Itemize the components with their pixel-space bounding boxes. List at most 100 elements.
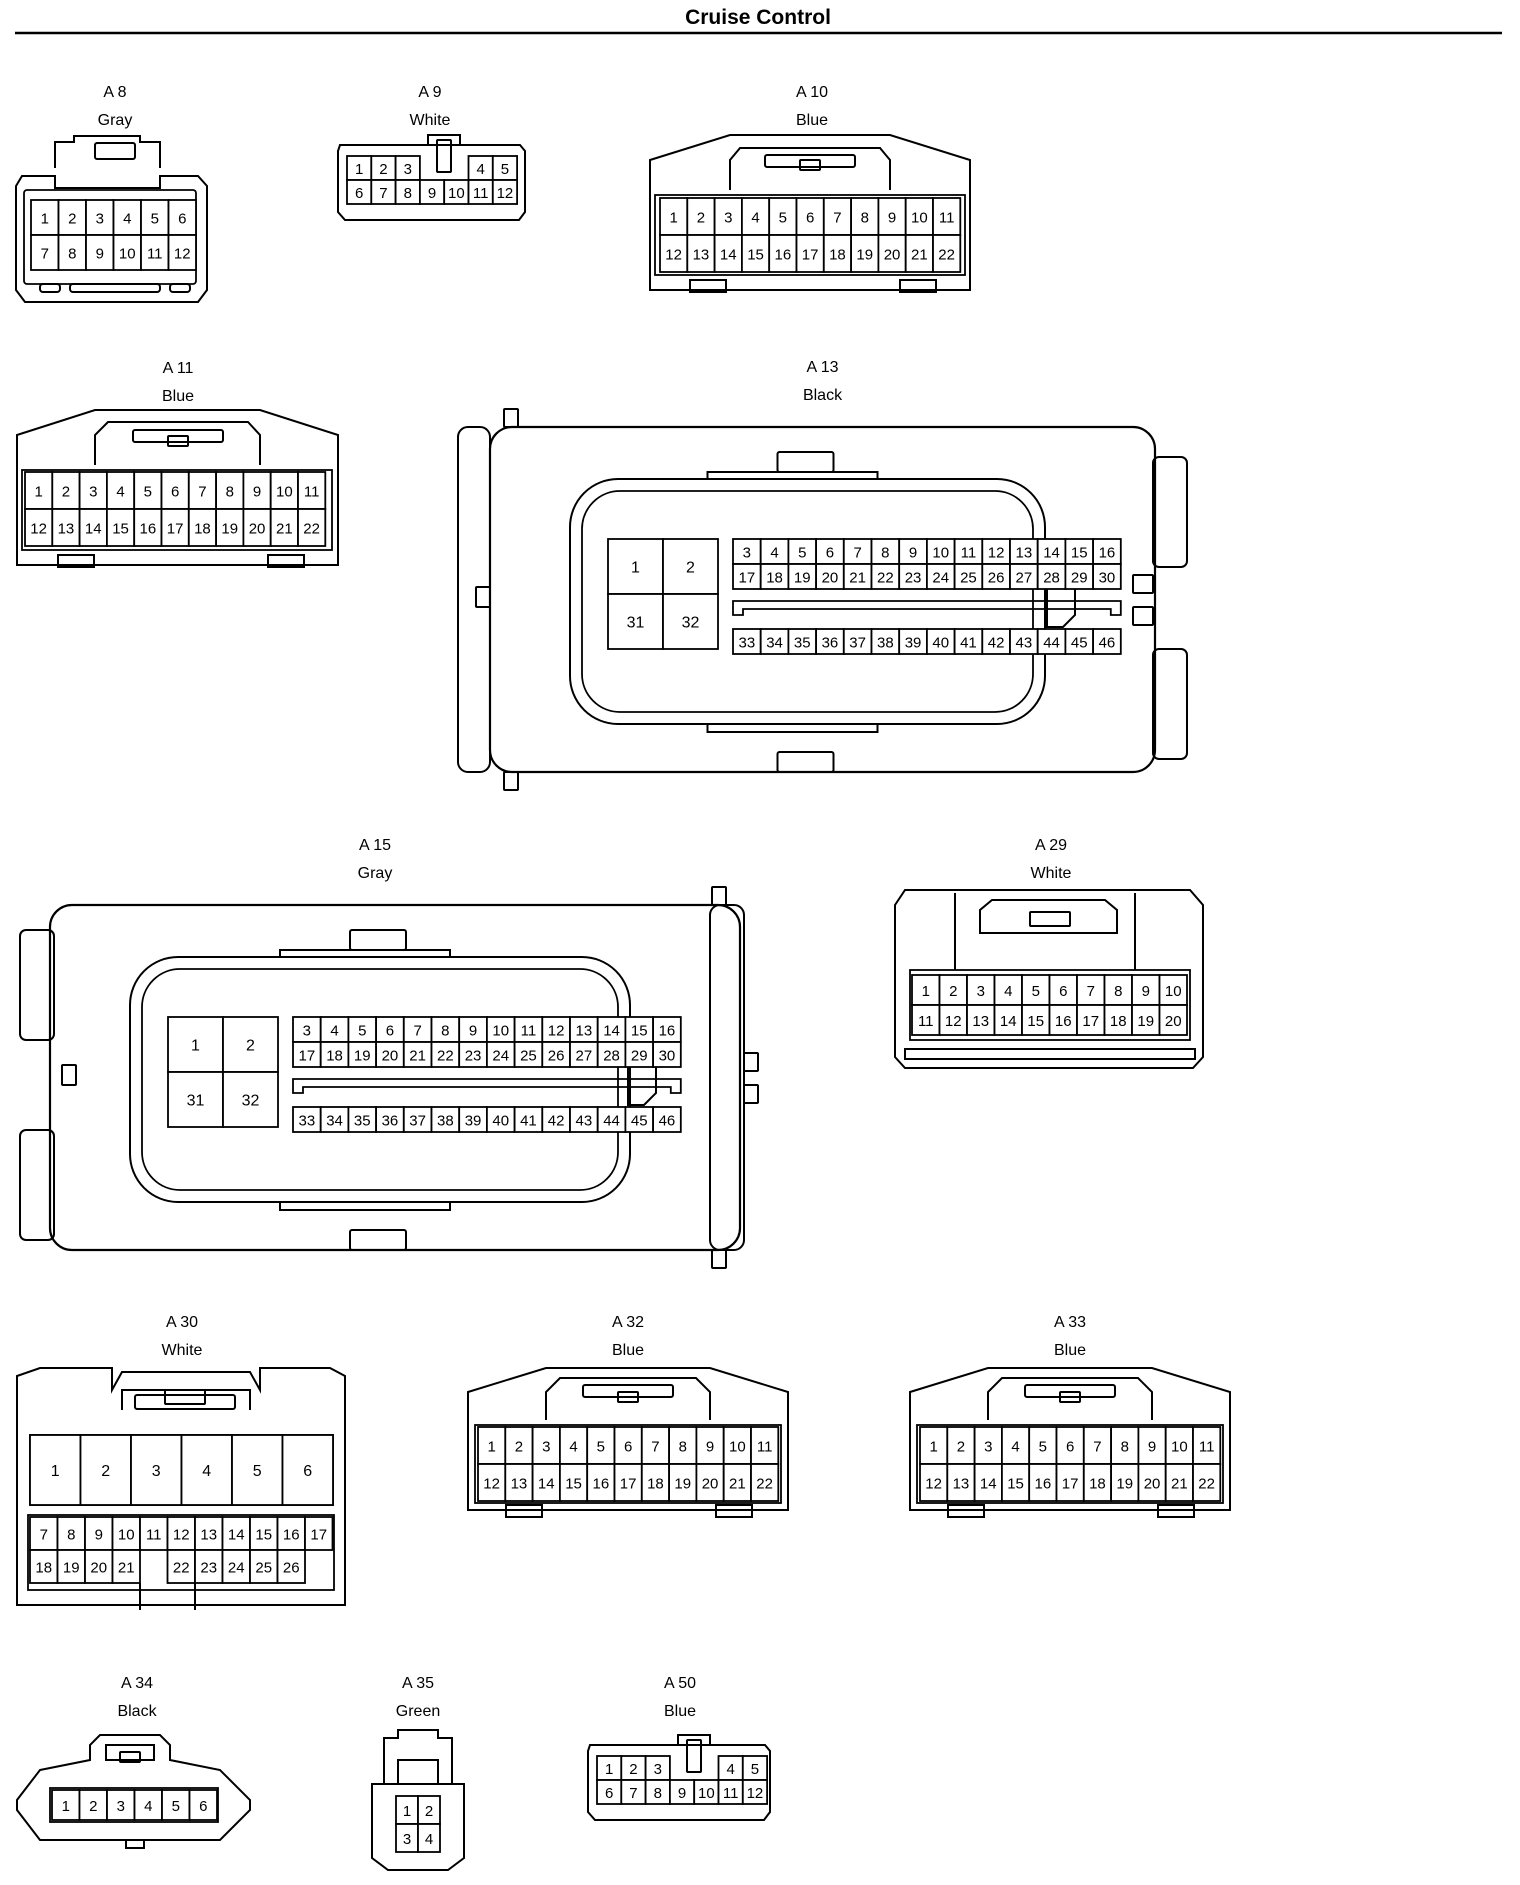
pin-number: 11 (304, 484, 320, 501)
housing-outline (909, 1367, 1231, 1511)
pin-frame (909, 969, 1191, 1041)
pin-cell (84, 1549, 114, 1584)
pin-number: 1 (62, 1798, 70, 1815)
pin-number: 5 (501, 161, 509, 178)
latch-base (279, 1201, 451, 1211)
housing-outline (383, 1729, 453, 1784)
pin-cell (842, 538, 873, 565)
rail (904, 1048, 1196, 1060)
pin-number: 5 (358, 1023, 366, 1040)
latch-tab (164, 1389, 206, 1405)
pin-cell (467, 155, 494, 181)
pin-number: 15 (1027, 1013, 1044, 1030)
pin-cell (559, 1463, 589, 1502)
pin-number: 30 (659, 1048, 676, 1065)
pin-cell (269, 471, 299, 510)
pin-number: 15 (565, 1476, 582, 1493)
housing-outline (987, 1377, 1153, 1420)
pin-cell (347, 1106, 377, 1133)
housing-outline (94, 421, 261, 465)
housing-outline (371, 1783, 465, 1871)
pin-number: 5 (779, 210, 787, 227)
pin-number: 14 (1000, 1013, 1017, 1030)
pin-cell (51, 1789, 81, 1821)
pin-number: 1 (631, 560, 640, 577)
pin-number: 11 (757, 1439, 773, 1456)
pin-number: 3 (542, 1439, 550, 1456)
pin-number: 7 (1087, 983, 1095, 1000)
pin-number: 27 (1016, 570, 1033, 587)
pin-number: 3 (117, 1798, 125, 1815)
pin-number: 16 (140, 521, 157, 538)
pin-number: 4 (1011, 1439, 1019, 1456)
pin-cell (188, 1789, 218, 1821)
pin-number: 43 (1016, 635, 1033, 652)
pin-cell (981, 563, 1011, 590)
pin-cell (30, 199, 60, 236)
connector-id-label: A 11 (163, 360, 194, 377)
latch-tab (349, 929, 407, 951)
pin-number: 7 (379, 185, 387, 202)
side-ear (1152, 456, 1188, 568)
pin-number: 21 (911, 247, 928, 264)
pin-number: 26 (988, 570, 1005, 587)
pin-cell (926, 628, 956, 655)
pin-number: 2 (957, 1439, 965, 1456)
pin-cell (946, 1426, 976, 1465)
latch-tab (799, 159, 821, 171)
pin-number: 22 (877, 570, 894, 587)
pin-number: 20 (249, 521, 266, 538)
pin-cell (30, 234, 60, 271)
pin-number: 14 (538, 1476, 555, 1493)
pin-number: 4 (116, 484, 124, 501)
pin-number: 2 (246, 1038, 255, 1055)
latch-bar (397, 1759, 439, 1785)
pin-number: 16 (283, 1527, 300, 1544)
pin-number: 23 (465, 1048, 482, 1065)
pin-number: 13 (58, 521, 75, 538)
pin-number: 11 (473, 185, 489, 202)
pin-number: 21 (849, 570, 866, 587)
pin-number: 3 (977, 983, 985, 1000)
pin-frame (49, 1787, 219, 1823)
housing-outline (587, 1744, 771, 1821)
pin-number: 8 (226, 484, 234, 501)
latch-tab (776, 451, 835, 473)
pin-number: 10 (1165, 983, 1182, 1000)
pin-cell (659, 197, 689, 236)
pin-cell (1036, 538, 1067, 565)
connector-color-label: Blue (664, 1703, 696, 1720)
pin-cell (640, 1463, 670, 1502)
pin-number: 16 (1035, 1476, 1052, 1493)
connector-id-label: A 33 (1054, 1314, 1086, 1331)
pin-number: 14 (85, 521, 102, 538)
pin-number: 33 (739, 635, 756, 652)
pin-number: 19 (856, 247, 873, 264)
pin-cell (418, 179, 446, 205)
connector-color-label: Black (117, 1703, 157, 1720)
pin-number: 20 (382, 1048, 399, 1065)
key-notch (139, 1583, 196, 1610)
pin-cell (485, 1016, 516, 1043)
pin-cell (51, 508, 81, 547)
pin-cell (29, 1434, 82, 1506)
connector-id-label: A 34 (121, 1675, 153, 1692)
pin-number: 9 (96, 246, 104, 263)
pin-cell (167, 199, 197, 236)
pin-number: 2 (697, 210, 705, 227)
pin-cell (586, 1463, 616, 1502)
pin-number: 2 (949, 983, 957, 1000)
pin-number: 18 (326, 1048, 343, 1065)
side-plate (457, 426, 491, 773)
pin-number: 37 (849, 635, 866, 652)
pin-number: 4 (1004, 983, 1012, 1000)
latch-bar (132, 429, 224, 443)
housing-outline (427, 134, 461, 145)
pin-frame (916, 1424, 1224, 1504)
connector-color-label: White (1031, 865, 1072, 882)
stub (743, 1052, 759, 1072)
pin-cell (319, 1106, 350, 1133)
pin-number: 15 (631, 1023, 648, 1040)
